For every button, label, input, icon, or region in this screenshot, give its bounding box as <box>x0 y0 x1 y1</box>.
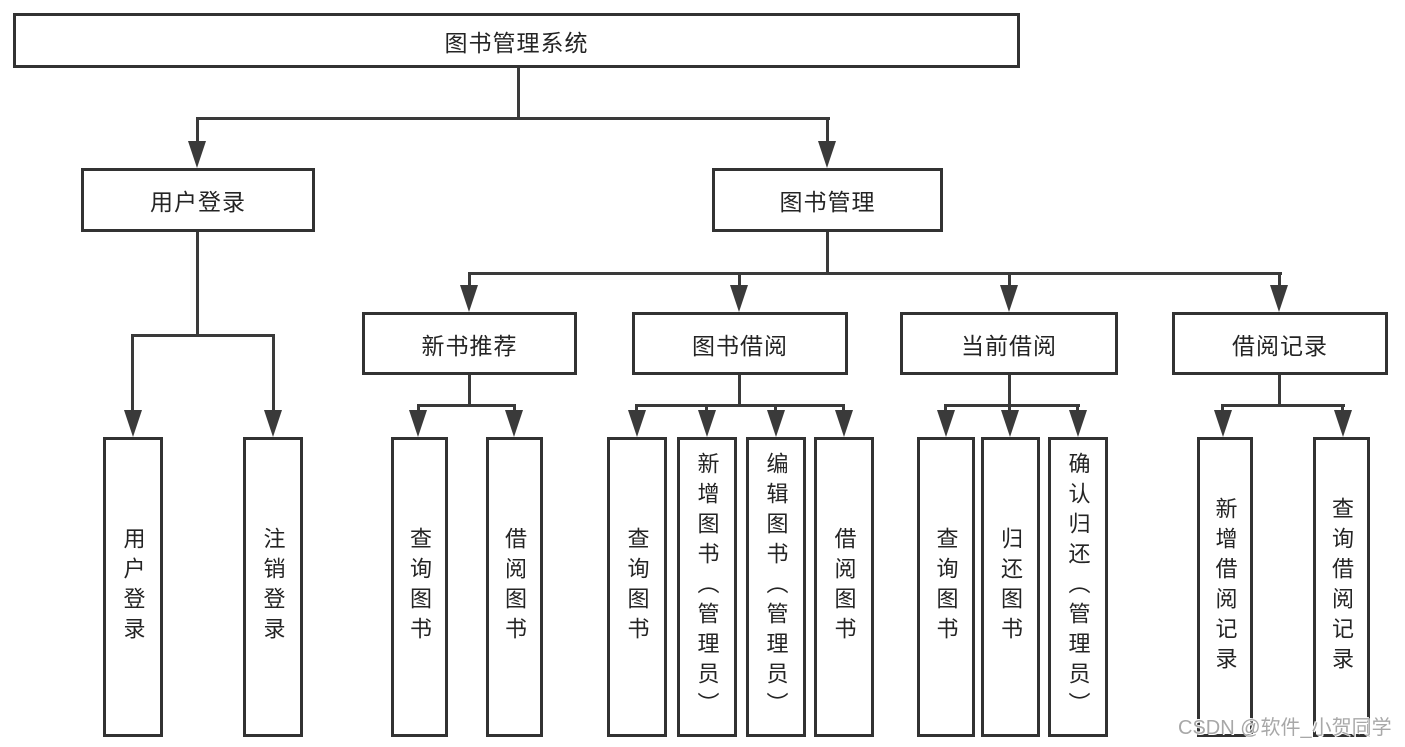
connector-hline <box>944 404 1080 407</box>
node-book-borrowing: 图书借阅 <box>632 312 848 375</box>
arrow-down <box>818 141 836 168</box>
node-label: 借阅图书 <box>502 527 528 647</box>
node-borrowing-records: 借阅记录 <box>1172 312 1388 375</box>
connector-vline <box>272 334 275 414</box>
node-newbook-borrow-books: 借阅图书 <box>486 437 543 737</box>
arrow-down <box>698 410 716 437</box>
connector-vline <box>1008 272 1011 288</box>
connector-vline <box>1278 272 1281 288</box>
connector-hline <box>1221 404 1345 407</box>
node-label: 编辑图书（管理员） <box>763 452 789 722</box>
node-label: 注销登录 <box>260 527 286 647</box>
arrow-down <box>1214 410 1232 437</box>
node-user-login: 用户登录 <box>81 168 315 232</box>
node-label: 图书管理系统 <box>444 29 589 56</box>
arrow-down <box>1001 410 1019 437</box>
arrow-down <box>767 410 785 437</box>
connector-vline <box>842 404 845 414</box>
connector-level1-hline <box>196 117 830 120</box>
node-user-login-leaf: 用户登录 <box>103 437 163 737</box>
connector-vline <box>944 404 947 414</box>
arrow-down <box>460 285 478 312</box>
node-borrow-query-books: 查询图书 <box>607 437 667 737</box>
node-label: 确认归还（管理员） <box>1065 452 1091 722</box>
node-label: 用户登录 <box>150 189 246 215</box>
connector-stem <box>468 375 471 406</box>
csdn-watermark: CSDN @软件_小贺同学 <box>1178 717 1392 739</box>
connector-vline <box>774 404 777 414</box>
connector-vline <box>738 272 741 288</box>
connector-hline <box>131 334 275 337</box>
connector-vline <box>513 404 516 414</box>
node-newbook-query-books: 查询图书 <box>391 437 448 737</box>
node-library-management-system: 图书管理系统 <box>13 13 1020 68</box>
connector-stem <box>1008 375 1011 406</box>
connector-vline <box>131 334 134 414</box>
connector-vline <box>1221 404 1224 414</box>
connector-hline <box>635 404 845 407</box>
arrow-down <box>124 410 142 437</box>
arrow-down <box>1334 410 1352 437</box>
node-current-confirm-return-admin: 确认归还（管理员） <box>1048 437 1108 737</box>
node-borrow-add-books-admin: 新增图书（管理员） <box>677 437 737 737</box>
node-label: 查询图书 <box>624 527 650 647</box>
connector-vline <box>1341 404 1344 414</box>
arrow-down <box>1270 285 1288 312</box>
arrow-down <box>937 410 955 437</box>
arrow-down <box>188 141 206 168</box>
arrow-down <box>409 410 427 437</box>
node-label: 图书借阅 <box>692 332 788 359</box>
node-borrow-borrow-books: 借阅图书 <box>814 437 874 737</box>
node-label: 查询借阅记录 <box>1329 497 1355 677</box>
connector-vline <box>1076 404 1079 414</box>
node-current-query-books: 查询图书 <box>917 437 975 737</box>
node-current-return-books: 归还图书 <box>981 437 1040 737</box>
arrow-down <box>505 410 523 437</box>
arrow-down <box>1000 285 1018 312</box>
connector-user-login-stem <box>196 232 199 336</box>
connector-vline <box>1008 404 1011 414</box>
node-label: 归还图书 <box>998 527 1024 647</box>
connector-level2-hline <box>468 272 1282 275</box>
node-borrow-edit-books-admin: 编辑图书（管理员） <box>746 437 806 737</box>
arrow-down <box>264 410 282 437</box>
node-label: 查询图书 <box>933 527 959 647</box>
node-record-query-borrow-record: 查询借阅记录 <box>1313 437 1370 737</box>
node-current-borrowing: 当前借阅 <box>900 312 1118 375</box>
arrow-down <box>730 285 748 312</box>
arrow-down <box>628 410 646 437</box>
connector-vline <box>468 272 471 288</box>
connector-vline <box>705 404 708 414</box>
connector-stem <box>738 375 741 406</box>
node-label: 借阅图书 <box>831 527 857 647</box>
node-new-book-recommend: 新书推荐 <box>362 312 577 375</box>
node-label: 新书推荐 <box>421 332 518 359</box>
node-label: 查询图书 <box>407 527 433 647</box>
node-logout: 注销登录 <box>243 437 303 737</box>
node-label: 当前借阅 <box>961 332 1057 359</box>
connector-book-mgmt-stem <box>826 232 829 275</box>
node-book-management: 图书管理 <box>712 168 943 232</box>
connector-vline <box>635 404 638 414</box>
node-label: 新增图书（管理员） <box>694 452 720 722</box>
node-label: 图书管理 <box>779 189 876 215</box>
connector-vline <box>196 117 199 145</box>
connector-vline <box>826 117 829 145</box>
node-label: 借阅记录 <box>1232 332 1328 359</box>
node-record-add-borrow-record: 新增借阅记录 <box>1197 437 1253 737</box>
connector-vline <box>417 404 420 414</box>
arrow-down <box>835 410 853 437</box>
connector-root-stem <box>517 68 520 118</box>
connector-stem <box>1278 375 1281 406</box>
node-label: 新增借阅记录 <box>1212 497 1238 677</box>
connector-hline <box>417 404 516 407</box>
node-label: 用户登录 <box>120 527 146 647</box>
arrow-down <box>1069 410 1087 437</box>
